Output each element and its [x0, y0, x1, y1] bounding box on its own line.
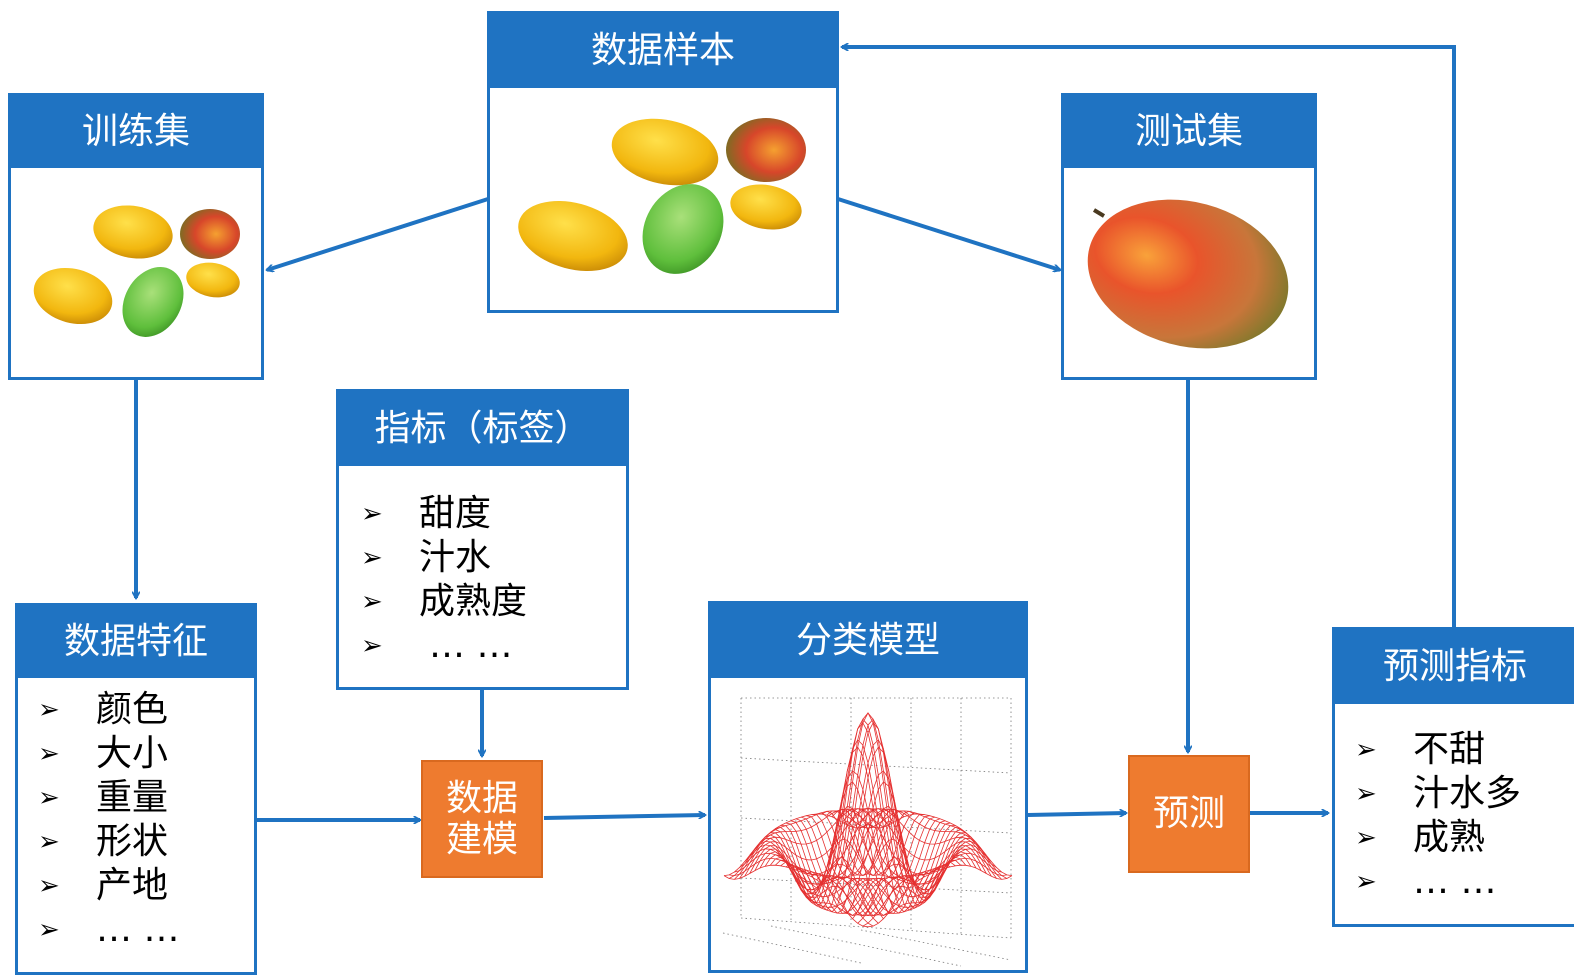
data-sample-title: 数据样本 — [490, 14, 836, 88]
modeling-node: 数据 建模 — [421, 760, 543, 878]
predict-node: 预测 — [1128, 755, 1250, 873]
classifier-title: 分类模型 — [711, 604, 1025, 678]
mango-group-image — [33, 205, 240, 337]
test-set-box: 测试集 — [1061, 93, 1317, 380]
arrow-sample-to-train — [267, 197, 489, 270]
mango-image — [1087, 199, 1289, 349]
list-item: ➢甜度 — [361, 493, 492, 534]
mexican-hat-surface-plot — [722, 697, 1013, 967]
label-box: 指标（标签） ➢甜度 ➢汁水 ➢成熟度 ➢… … — [336, 389, 629, 690]
list-item: ➢… … — [38, 909, 180, 950]
features-list: ➢颜色 ➢大小 ➢重量 ➢形状 ➢产地 ➢… … — [18, 678, 254, 952]
test-set-title: 测试集 — [1064, 96, 1314, 168]
list-item: ➢… … — [1355, 861, 1497, 902]
list-item: ➢成熟 — [1355, 817, 1486, 858]
train-set-title: 训练集 — [11, 96, 261, 168]
label-list: ➢甜度 ➢汁水 ➢成熟度 ➢… … — [339, 466, 626, 668]
list-item: ➢汁水 — [361, 537, 492, 578]
list-item: ➢颜色 — [38, 689, 169, 730]
data-sample-box: 数据样本 — [487, 11, 839, 313]
predicted-label-list: ➢不甜 ➢汁水多 ➢成熟 ➢… … — [1335, 704, 1574, 904]
list-item: ➢成熟度 — [361, 581, 528, 622]
modeling-line2: 建模 — [445, 819, 518, 860]
predicted-label-box: 预测指标 ➢不甜 ➢汁水多 ➢成熟 ➢… … — [1332, 627, 1574, 927]
list-item: ➢产地 — [38, 865, 169, 906]
list-item: ➢大小 — [38, 733, 169, 774]
predict-label: 预测 — [1152, 793, 1225, 835]
arrow-sample-to-test — [837, 197, 1060, 270]
label-title: 指标（标签） — [339, 392, 626, 466]
list-item: ➢… … — [361, 625, 513, 666]
list-item: ➢重量 — [38, 777, 169, 818]
classifier-box: 分类模型 — [708, 601, 1028, 973]
features-box: 数据特征 ➢颜色 ➢大小 ➢重量 ➢形状 ➢产地 ➢… … — [15, 603, 257, 975]
predicted-label-title: 预测指标 — [1335, 630, 1574, 704]
train-set-box: 训练集 — [8, 93, 264, 380]
list-item: ➢不甜 — [1355, 729, 1486, 770]
list-item: ➢汁水多 — [1355, 773, 1522, 814]
features-title: 数据特征 — [18, 606, 254, 678]
arrow-modeling-to-classifier — [543, 815, 705, 820]
mango-group-image — [518, 118, 806, 274]
list-item: ➢形状 — [38, 821, 169, 862]
modeling-line1: 数据 — [445, 777, 518, 819]
arrow-classifier-to-predict — [1027, 813, 1126, 815]
